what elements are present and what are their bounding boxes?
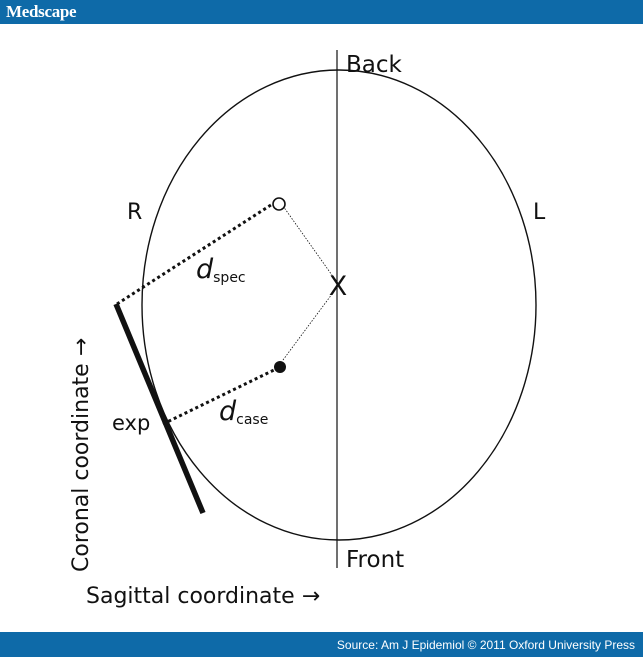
front-label: Front xyxy=(346,547,404,573)
d-case-main: d xyxy=(219,396,237,427)
center-x-marker: X xyxy=(329,271,348,302)
sagittal-axis-label: Sagittal coordinate → xyxy=(86,584,320,609)
d-spec-main: d xyxy=(196,254,214,285)
head-outline xyxy=(141,69,537,541)
d-spec-label: dspec xyxy=(196,254,246,286)
back-label: Back xyxy=(346,52,403,78)
header-bar: Medscape xyxy=(0,0,643,24)
case-point-filled xyxy=(274,361,286,373)
exp-label: exp xyxy=(112,411,150,435)
spec-to-center-line xyxy=(282,205,335,279)
footer-bar: Source: Am J Epidemiol © 2011 Oxford Uni… xyxy=(0,632,643,657)
right-label: R xyxy=(127,200,142,225)
medscape-logo: Medscape xyxy=(6,2,77,21)
d-spec-subscript: spec xyxy=(213,270,246,286)
spec-point-open xyxy=(272,197,286,211)
case-to-center-line xyxy=(282,289,336,361)
coronal-axis-label: Coronal coordinate → xyxy=(69,338,94,572)
source-credit: Source: Am J Epidemiol © 2011 Oxford Uni… xyxy=(336,638,635,652)
d-spec-line xyxy=(116,201,275,306)
d-case-line xyxy=(162,368,275,426)
d-case-subscript: case xyxy=(236,412,268,428)
exposure-line xyxy=(113,302,206,515)
left-label: L xyxy=(533,200,546,225)
d-case-label: dcase xyxy=(219,396,268,428)
head-diagram: X Back Front R L dspec dcase exp Coronal… xyxy=(69,50,546,609)
